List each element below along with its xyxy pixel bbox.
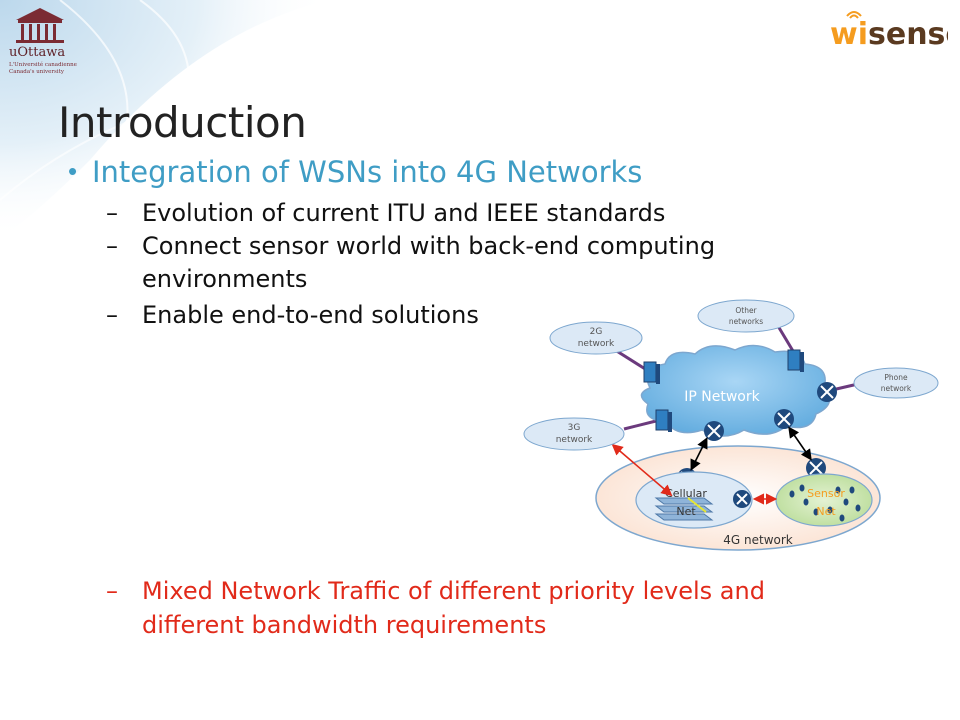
server-icon <box>643 361 660 384</box>
other-networks-bubble: Other networks <box>697 299 795 333</box>
phone-network-bubble: Phone network <box>853 367 939 399</box>
sub-item-continuation: environments <box>106 265 307 293</box>
svg-text:wisense: wisense <box>830 17 948 52</box>
sub-item-text: Evolution of current ITU and IEEE standa… <box>142 199 666 227</box>
wisense-wi: wi <box>830 17 868 52</box>
uottawa-logo: uOttawa L'Université canadienne Canada's… <box>9 8 77 75</box>
sensor-label-2: Net <box>816 505 836 518</box>
bullet-marker: • <box>68 156 78 186</box>
sub-item-text: Enable end-to-end solutions <box>142 301 479 329</box>
router-icon <box>704 421 724 441</box>
sub-item: –Enable end-to-end solutions <box>106 301 479 329</box>
cellular-layers <box>654 497 714 521</box>
sensor-node-icon <box>789 484 861 522</box>
university-building-icon <box>16 8 64 43</box>
sensor-label-1: Sensor <box>807 487 845 500</box>
red-sub-item-text: Mixed Network Traffic of different prior… <box>142 577 765 605</box>
slide-title: Introduction <box>58 98 307 147</box>
wifi-waves-icon <box>846 11 862 19</box>
3g-network-bubble: 3G network <box>523 417 625 451</box>
svg-text:2G: 2G <box>590 327 603 337</box>
ip-network-label: IP Network <box>684 389 760 405</box>
4g-network-label: 4G network <box>723 533 793 547</box>
svg-text:network: network <box>578 339 615 349</box>
sub-item: –Evolution of current ITU and IEEE stand… <box>106 199 666 227</box>
cellular-label-1: Cellular <box>665 487 707 500</box>
uottawa-tagline-1: L'Université canadienne <box>9 61 77 68</box>
router-icon <box>774 409 794 429</box>
wisense-logo: wisense <box>830 11 948 52</box>
sub-item-text: environments <box>142 265 308 293</box>
svg-text:networks: networks <box>729 317 763 326</box>
main-bullet: Integration of WSNs into 4G Networks <box>92 155 643 189</box>
red-sub-item-continuation: different bandwidth requirements <box>106 611 546 639</box>
server-icon <box>655 409 672 432</box>
svg-text:network: network <box>556 435 593 445</box>
network-diagram: IP Network Cellular Net Sensor Net <box>523 299 939 551</box>
red-sub-item: –Mixed Network Traffic of different prio… <box>106 577 765 605</box>
sub-item: –Connect sensor world with back-end comp… <box>106 232 716 260</box>
svg-text:3G: 3G <box>568 423 581 433</box>
sub-item-text: Connect sensor world with back-end compu… <box>142 232 716 260</box>
svg-text:network: network <box>881 384 912 393</box>
wisense-sense: sense <box>868 17 948 52</box>
uottawa-wordmark: uOttawa <box>9 45 65 60</box>
router-icon <box>817 382 837 402</box>
svg-text:Phone: Phone <box>884 373 908 382</box>
uottawa-tagline-2: Canada's university <box>9 69 65 75</box>
2g-network-bubble: 2G network <box>549 321 643 355</box>
router-icon <box>733 490 751 508</box>
link-3g <box>623 418 661 431</box>
red-sub-item-text: different bandwidth requirements <box>142 611 547 639</box>
svg-text:Other: Other <box>735 306 757 315</box>
router-icon <box>806 458 826 478</box>
cellular-label-2: Net <box>676 505 696 518</box>
sensor-net-ellipse <box>775 473 873 527</box>
server-icon <box>787 349 804 372</box>
